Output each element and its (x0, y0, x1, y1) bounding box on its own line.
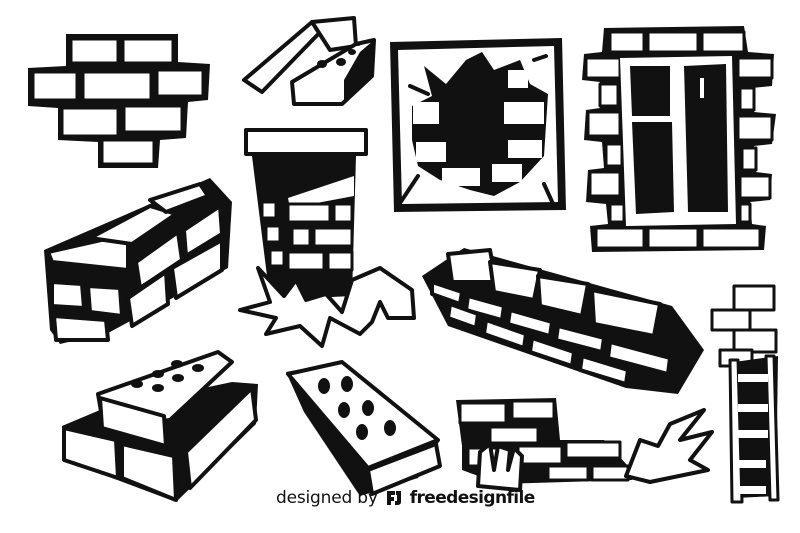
low-wall-grass (456, 398, 714, 492)
brick-stack (62, 350, 258, 502)
freedesignfile-logo-icon (386, 491, 401, 505)
broken-wall-frame (390, 38, 566, 212)
brick-patch (28, 34, 210, 168)
single-brick (286, 360, 442, 496)
two-bricks-top (242, 16, 376, 106)
brick-window (582, 26, 776, 252)
watermark-prefix: designed by (276, 488, 378, 508)
watermark: designed by freedesignfile (276, 486, 535, 510)
brick-wall-long (422, 248, 704, 394)
brick-chimney (238, 128, 416, 348)
brick-wall-block (44, 178, 232, 344)
watermark-brand: freedesignfile (409, 488, 536, 508)
brick-ladder (710, 284, 780, 504)
